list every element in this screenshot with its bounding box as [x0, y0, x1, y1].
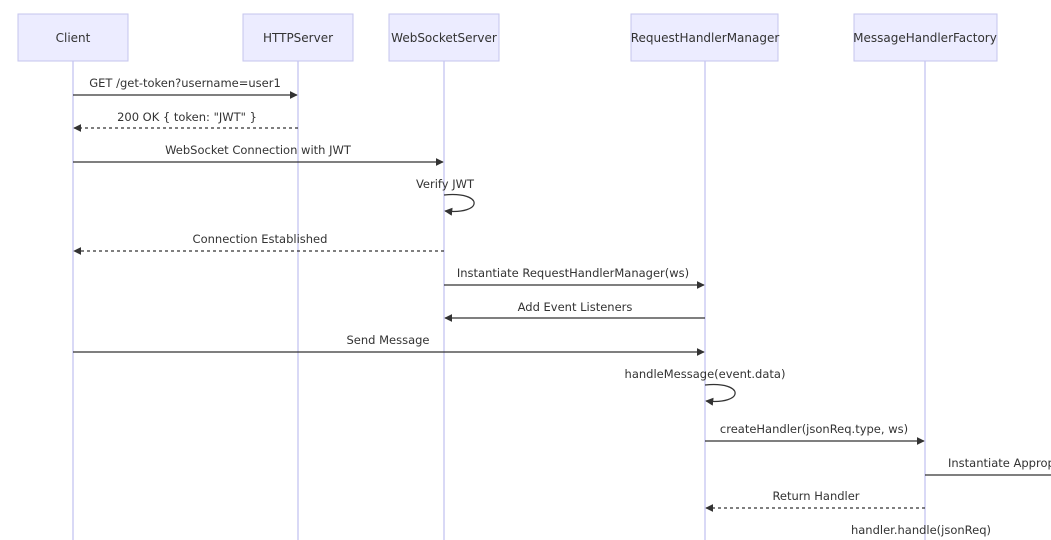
message-label: Connection Established: [193, 232, 328, 246]
message-handler-handle: handler.handle(jsonReq): [851, 523, 991, 537]
participant-client: Client: [17, 13, 129, 62]
message-label: WebSocket Connection with JWT: [165, 143, 352, 157]
participant-label: RequestHandlerManager: [631, 31, 780, 45]
message-label: handler.handle(jsonReq): [851, 523, 991, 537]
message-connection-established: Connection Established: [73, 232, 444, 255]
participant-label: HTTPServer: [263, 31, 333, 45]
message-label: Instantiate RequestHandlerManager(ws): [457, 266, 689, 280]
message-handle-message: handleMessage(event.data): [625, 367, 786, 406]
participant-label: Client: [56, 31, 91, 45]
message-label: GET /get-token?username=user1: [89, 76, 281, 90]
message-label: Instantiate Appropri: [948, 456, 1051, 470]
message-label: handleMessage(event.data): [625, 367, 786, 381]
message-instantiate-handler: Instantiate Appropri: [925, 456, 1051, 476]
participant-box: [388, 13, 500, 62]
participant-label: MessageHandlerFactory: [853, 31, 997, 45]
participant-websocketserver: WebSocketServer: [388, 13, 500, 62]
message-label: Add Event Listeners: [518, 300, 633, 314]
participant-label: WebSocketServer: [391, 31, 497, 45]
message-label: Send Message: [346, 333, 429, 347]
message-create-handler: createHandler(jsonReq.type, ws): [705, 422, 925, 445]
self-call-loop: [704, 383, 736, 406]
participant-requesthandlermanager: RequestHandlerManager: [630, 13, 780, 62]
message-label: createHandler(jsonReq.type, ws): [720, 422, 908, 436]
message-label: 200 OK { token: "JWT" }: [117, 110, 257, 124]
message-label: Verify JWT: [416, 177, 475, 191]
participant-messagehandlerfactory: MessageHandlerFactory: [853, 13, 998, 62]
participant-httpserver: HTTPServer: [242, 13, 354, 62]
participant-box: [853, 13, 998, 62]
message-get-token: GET /get-token?username=user1: [73, 76, 298, 99]
message-instantiate-rhm: Instantiate RequestHandlerManager(ws): [444, 266, 705, 289]
participant-box: [17, 13, 129, 62]
message-label: Return Handler: [772, 489, 859, 503]
lifelines: [72, 61, 926, 540]
message-verify-jwt: Verify JWT: [416, 177, 475, 216]
message-send-message: Send Message: [73, 333, 705, 356]
self-call-loop: [443, 193, 475, 216]
message-add-event-listeners: Add Event Listeners: [444, 300, 705, 322]
message-websocket-connection: WebSocket Connection with JWT: [73, 143, 444, 166]
participant-box: [242, 13, 354, 62]
participant-box: [630, 13, 779, 62]
message-token-response: 200 OK { token: "JWT" }: [73, 110, 298, 132]
message-return-handler: Return Handler: [705, 489, 925, 512]
